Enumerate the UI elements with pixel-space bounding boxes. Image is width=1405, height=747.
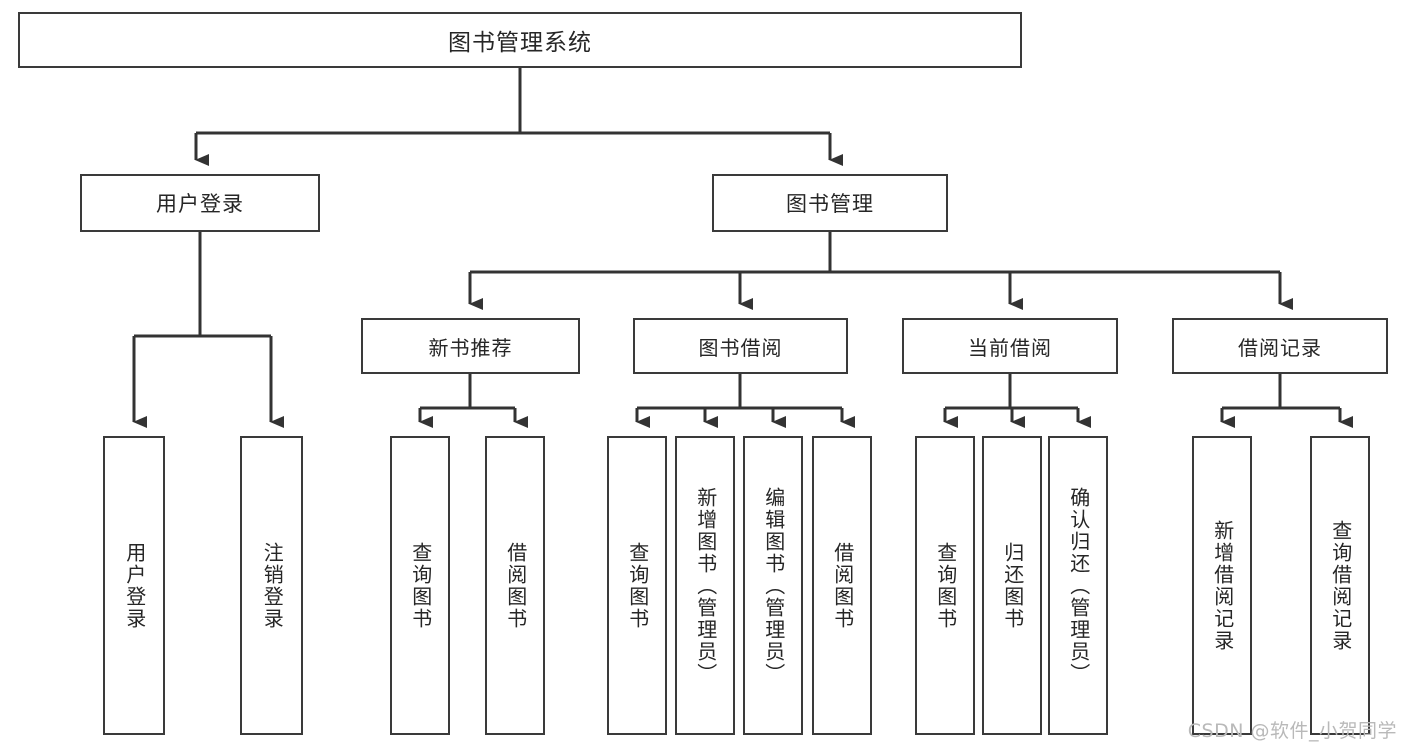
node-leaf-query-book-recommend-label: 查询图书 (408, 541, 433, 630)
node-leaf-add-book-label: 新增图书（管理员） (693, 486, 718, 685)
node-leaf-return-book-label: 归还图书 (1000, 541, 1025, 630)
node-leaf-return-book[interactable]: 归还图书 (982, 436, 1042, 735)
node-leaf-add-borrow-record-label: 新增借阅记录 (1210, 519, 1235, 652)
node-current-borrow[interactable]: 当前借阅 (902, 318, 1118, 374)
node-leaf-confirm-return-label: 确认归还（管理员） (1066, 486, 1091, 685)
node-leaf-query-borrow-record-label: 查询借阅记录 (1328, 519, 1353, 652)
node-book-management[interactable]: 图书管理 (712, 174, 948, 232)
node-leaf-user-login[interactable]: 用户登录 (103, 436, 165, 735)
node-root[interactable]: 图书管理系统 (18, 12, 1022, 68)
node-leaf-logout-label: 注销登录 (260, 541, 285, 630)
node-leaf-user-login-label: 用户登录 (122, 541, 147, 630)
node-new-book-recommend-label: 新书推荐 (428, 335, 513, 360)
node-leaf-borrow-book-recommend[interactable]: 借阅图书 (485, 436, 545, 735)
node-leaf-query-borrow-record[interactable]: 查询借阅记录 (1310, 436, 1370, 735)
node-leaf-query-book-borrow[interactable]: 查询图书 (607, 436, 667, 735)
node-leaf-confirm-return[interactable]: 确认归还（管理员） (1048, 436, 1108, 735)
node-book-borrow[interactable]: 图书借阅 (633, 318, 848, 374)
node-leaf-query-book-current-label: 查询图书 (933, 541, 958, 630)
node-leaf-query-book-borrow-label: 查询图书 (625, 541, 650, 630)
node-leaf-edit-book[interactable]: 编辑图书（管理员） (743, 436, 803, 735)
node-borrow-record[interactable]: 借阅记录 (1172, 318, 1388, 374)
node-new-book-recommend[interactable]: 新书推荐 (361, 318, 580, 374)
node-leaf-logout[interactable]: 注销登录 (240, 436, 303, 735)
node-current-borrow-label: 当前借阅 (968, 335, 1052, 360)
node-book-management-label: 图书管理 (786, 192, 874, 216)
node-leaf-add-book[interactable]: 新增图书（管理员） (675, 436, 735, 735)
csdn-watermark: CSDN @软件_小贺同学 (1187, 720, 1397, 742)
node-leaf-borrow-book-label: 借阅图书 (830, 541, 855, 630)
node-book-borrow-label: 图书借阅 (698, 335, 783, 360)
node-leaf-borrow-book[interactable]: 借阅图书 (812, 436, 872, 735)
node-leaf-edit-book-label: 编辑图书（管理员） (761, 486, 786, 685)
node-leaf-query-book-recommend[interactable]: 查询图书 (390, 436, 450, 735)
node-root-label: 图书管理系统 (448, 30, 592, 56)
node-leaf-query-book-current[interactable]: 查询图书 (915, 436, 975, 735)
node-user-login[interactable]: 用户登录 (80, 174, 320, 232)
node-leaf-add-borrow-record[interactable]: 新增借阅记录 (1192, 436, 1252, 735)
node-borrow-record-label: 借阅记录 (1238, 335, 1322, 360)
node-leaf-borrow-book-recommend-label: 借阅图书 (503, 541, 528, 630)
node-user-login-label: 用户登录 (156, 192, 244, 216)
